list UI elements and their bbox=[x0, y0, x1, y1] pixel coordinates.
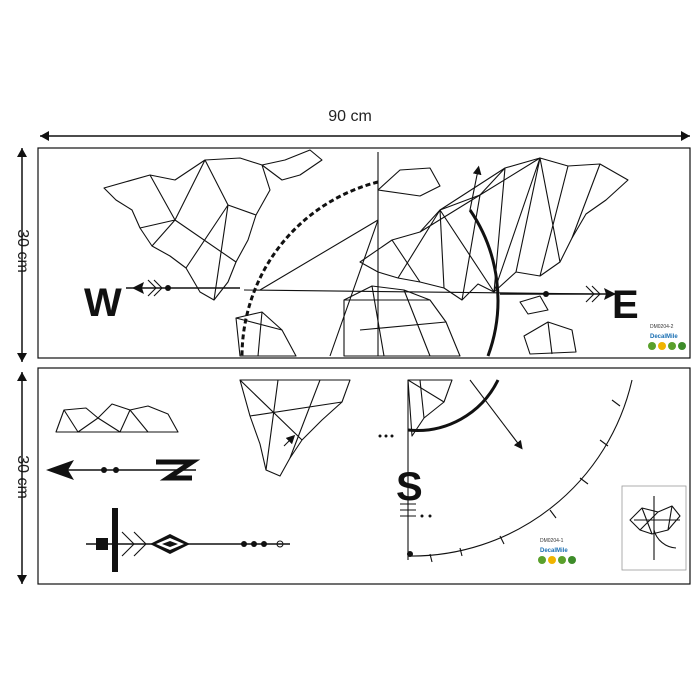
west-arrow bbox=[126, 279, 240, 297]
map-fragment-africa bbox=[407, 379, 453, 437]
north-arrow bbox=[46, 459, 201, 481]
eco-badges-top-icon bbox=[648, 342, 686, 350]
map-fragment-arctic bbox=[55, 403, 179, 433]
decal-sheet-bottom bbox=[37, 367, 691, 585]
compass-letter-east: E bbox=[612, 283, 639, 327]
decal-sheet-top bbox=[37, 147, 691, 359]
compass-letter-south: S bbox=[396, 465, 423, 509]
product-code-top: DM0204-2 bbox=[650, 324, 674, 330]
product-code-bottom: DM0204-1 bbox=[540, 538, 564, 544]
width-dimension-label: 90 cm bbox=[328, 108, 372, 125]
eco-badges-bottom-icon bbox=[538, 556, 576, 564]
preview-thumbnail bbox=[621, 485, 687, 571]
tribal-arrow-decoration bbox=[86, 508, 290, 572]
brand-logo-top: DecalMile bbox=[650, 334, 678, 340]
compass-letter-west: W bbox=[84, 281, 122, 325]
width-dimension-arrow bbox=[40, 131, 690, 141]
brand-logo-bottom: DecalMile bbox=[540, 548, 568, 554]
height-dimension-arrow-top bbox=[17, 148, 27, 362]
east-arrow bbox=[500, 285, 616, 303]
height-dimension-arrow-bottom bbox=[17, 372, 27, 584]
compass-arcs-bottom bbox=[378, 379, 633, 563]
map-fragment-south-america bbox=[239, 379, 351, 477]
